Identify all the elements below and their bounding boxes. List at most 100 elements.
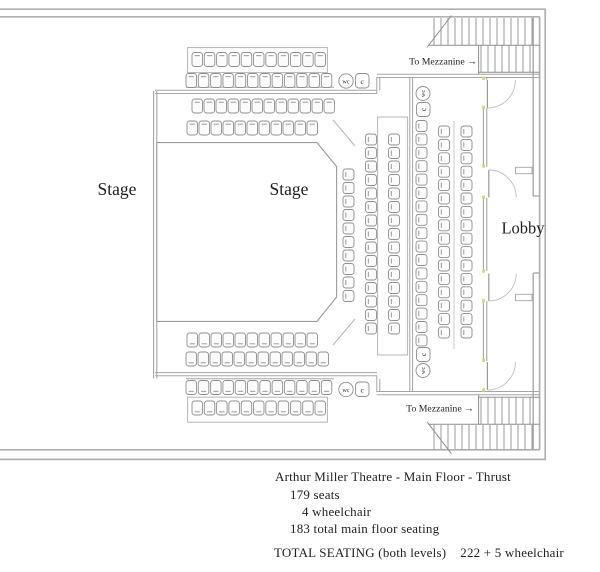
seat [209,351,221,367]
seat [191,52,203,67]
seat [388,268,400,281]
seat [216,400,228,416]
seat [460,313,473,326]
to-mezzanine-bottom-label: To Mezzanine → [406,404,474,415]
floor-plan: wc c wc c wc c c wc [0,8,547,461]
seat [210,73,222,88]
svg-text:c: c [361,77,365,86]
seating [185,52,473,416]
coat-icon: c [355,381,370,397]
seat [415,173,428,186]
seat [342,182,355,194]
seat [415,254,428,266]
seat [275,98,287,114]
seat [365,201,377,213]
seat [287,98,299,114]
seat [265,52,277,67]
seat-group-side-col-5 [438,125,450,339]
seat [415,294,428,307]
stairs-bottom [426,394,540,455]
seat [415,146,428,159]
seat [306,120,318,136]
seat [460,259,473,272]
door-jamb [515,166,533,175]
seat [365,160,377,173]
seat [365,255,377,267]
door-swing-arc [488,273,517,302]
seat [311,98,323,114]
seat [415,200,428,213]
seat [240,400,253,416]
wc-icon: wc [415,363,431,378]
seat [388,309,400,321]
seat [438,259,450,272]
seat [306,332,318,348]
stage-outline [156,142,338,322]
seat [460,232,473,245]
seat-group-side-col-4 [415,120,428,347]
seat [228,52,240,67]
seat [270,332,282,348]
seat [203,98,215,114]
seat [185,73,197,88]
seat [342,249,355,262]
seat [460,152,473,165]
chamber-walls [155,73,540,396]
seat [415,307,428,320]
seat [438,286,450,299]
seat [294,332,306,348]
seating-platform-edges [187,47,455,423]
seat-group-side-col-6 [460,125,473,339]
seat [415,280,428,293]
seat [299,98,311,114]
seat [388,160,400,173]
seat [271,380,284,395]
seat [415,227,428,240]
seat [342,168,355,181]
seat [270,120,282,136]
door-swing-arc [487,361,516,391]
seat [271,73,284,88]
seat [320,380,333,395]
seat-group-top-row-3 [191,98,335,114]
svg-text:c: c [361,386,365,395]
seat [460,165,473,178]
seat [342,209,355,221]
seat [365,309,377,321]
seat [342,222,355,235]
seat [246,120,258,136]
seat [246,332,258,348]
seat [342,276,355,289]
seat [460,192,473,205]
seat [283,380,296,395]
seat [247,73,259,88]
seat [438,272,450,285]
stage-thrust-label: Stage [270,179,309,199]
seat [245,351,257,367]
seat-group-bottom-row-4 [191,400,326,416]
wc-icon: wc [415,86,431,101]
seat [438,165,450,178]
seat [460,246,473,259]
wc-icon: wc [338,381,354,398]
seat [253,400,265,416]
to-mezzanine-top-label: To Mezzanine → [409,57,477,68]
seat [460,125,473,138]
seat [296,380,308,395]
seat [198,332,210,348]
seat-group-top-row-4 [186,120,318,136]
seat [323,98,335,114]
seat [460,138,473,151]
seat-group-side-col-2 [365,133,377,335]
seat [415,120,428,132]
seat [294,120,306,136]
seat [234,332,246,348]
stair-treads [433,18,533,450]
seat [203,52,216,67]
seat [365,282,377,294]
seat [191,400,203,416]
seat [240,52,253,67]
total-seating-line: TOTAL SEATING (both levels)222 + 5 wheel… [274,545,564,561]
seat [388,282,400,294]
seat-group-top-row-1 [191,52,326,67]
